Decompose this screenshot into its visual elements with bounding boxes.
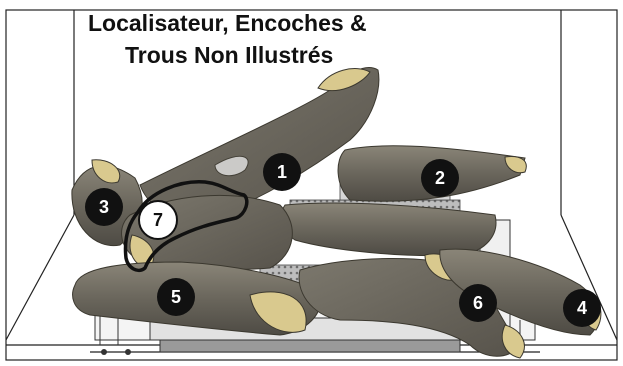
diagram-title-line-2: Trous Non Illustrés — [125, 42, 333, 68]
log-middle — [281, 203, 496, 256]
callout-7-label: 7 — [153, 210, 163, 230]
callout-7: 7 — [139, 201, 177, 239]
callout-4: 4 — [563, 289, 601, 327]
diagram-title-line-1: Localisateur, Encoches & — [88, 10, 367, 36]
callout-3: 3 — [85, 188, 123, 226]
callout-3-label: 3 — [99, 197, 109, 217]
callout-5-label: 5 — [171, 287, 181, 307]
callout-4-label: 4 — [577, 298, 587, 318]
callout-5: 5 — [157, 278, 195, 316]
callout-2: 2 — [421, 159, 459, 197]
callout-1-label: 1 — [277, 162, 287, 182]
callout-2-label: 2 — [435, 168, 445, 188]
callout-6-label: 6 — [473, 293, 483, 313]
callout-1: 1 — [263, 153, 301, 191]
callout-6: 6 — [459, 284, 497, 322]
